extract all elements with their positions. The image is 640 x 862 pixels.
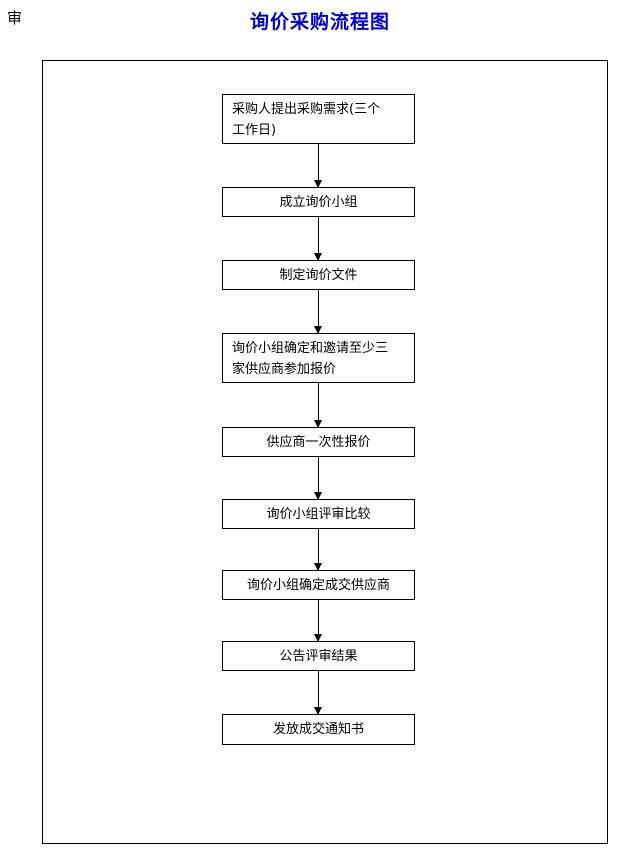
flow-node-2-label: 成立询价小组 (279, 195, 358, 210)
flow-node-6-label: 询价小组评审比较 (266, 507, 371, 522)
flow-connector-7-8 (314, 600, 322, 642)
flow-connector-5-6 (314, 457, 322, 500)
flow-node-9: 发放成交通知书 (222, 714, 415, 745)
flow-node-9-label: 发放成交通知书 (272, 722, 364, 737)
arrow-head-icon (314, 253, 322, 261)
flow-connector-6-7 (314, 529, 322, 571)
flow-connector-2-3 (314, 217, 322, 261)
flow-node-3-label: 制定询价文件 (279, 268, 358, 283)
flow-connector-3-4 (314, 290, 322, 334)
flow-node-8-label: 公告评审结果 (279, 649, 358, 664)
arrow-head-icon (314, 180, 322, 188)
page-title: 询价采购流程图 (249, 11, 390, 33)
flow-node-2: 成立询价小组 (222, 187, 415, 217)
arrow-head-icon (314, 420, 322, 428)
flow-node-6: 询价小组评审比较 (222, 499, 415, 529)
flowchart-column: 采购人提出采购需求(三个 工作日) 成立询价小组 制定询价文件 询价小组确定和邀… (43, 61, 607, 843)
flow-node-8: 公告评审结果 (222, 641, 415, 671)
flow-node-5: 供应商一次性报价 (222, 427, 415, 457)
flow-node-1-label: 采购人提出采购需求(三个 工作日) (232, 102, 381, 138)
flow-connector-4-5 (314, 383, 322, 428)
flow-node-3: 制定询价文件 (222, 260, 415, 290)
arrow-head-icon (314, 563, 322, 571)
flow-node-1: 采购人提出采购需求(三个 工作日) (222, 94, 415, 144)
flow-node-4-label: 询价小组确定和邀请至少三 家供应商参加报价 (232, 341, 389, 377)
arrow-head-icon (314, 326, 322, 334)
flowchart-frame: 采购人提出采购需求(三个 工作日) 成立询价小组 制定询价文件 询价小组确定和邀… (42, 60, 608, 844)
flow-node-4: 询价小组确定和邀请至少三 家供应商参加报价 (222, 333, 415, 383)
margin-annotation-character: 审 (7, 9, 23, 27)
arrow-head-icon (314, 634, 322, 642)
arrow-head-icon (314, 492, 322, 500)
arrow-head-icon (314, 707, 322, 715)
flow-node-5-label: 供应商一次性报价 (266, 435, 371, 450)
flow-node-7: 询价小组确定成交供应商 (222, 570, 415, 600)
flow-connector-8-9 (314, 671, 322, 715)
flow-connector-1-2 (314, 144, 322, 188)
flow-node-7-label: 询价小组确定成交供应商 (246, 578, 390, 593)
